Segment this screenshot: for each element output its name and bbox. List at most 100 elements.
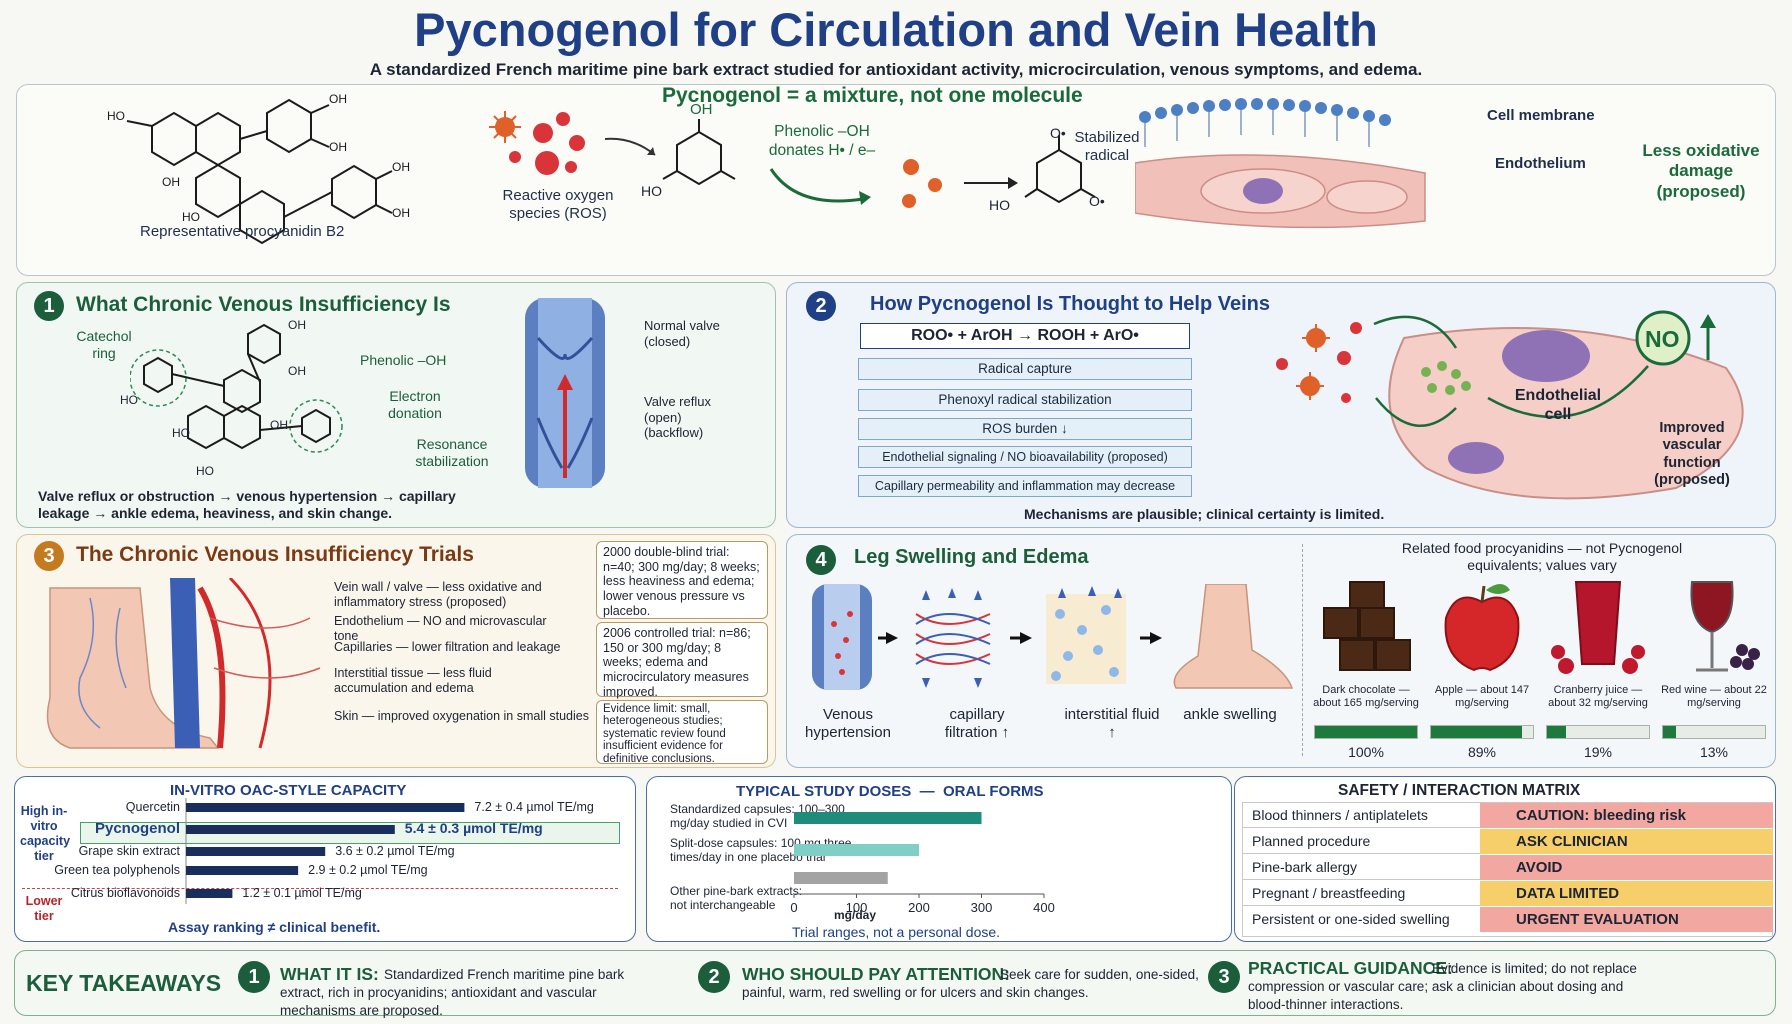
section-4-title: Leg Swelling and Edema: [854, 546, 1089, 568]
dose-tick-label: 200: [908, 900, 930, 915]
food-percent: 89%: [1467, 744, 1497, 760]
food-procyanidin-fill: [1663, 726, 1677, 738]
trial-2006-text: 2006 controlled trial: n=86; 150 or 300 …: [603, 626, 751, 699]
oh-text: OH: [162, 175, 180, 189]
takeaway-number: 1: [238, 961, 270, 993]
ros-label: Reactive oxygen species (ROS): [502, 187, 614, 222]
dose-label: Other pine-bark extracts: not interchang…: [670, 884, 803, 913]
edema-sequence-illustration: [812, 584, 1294, 690]
o-radical-label: O•: [1050, 125, 1066, 141]
top-heading: Pycnogenol = a mixture, not one molecule: [662, 84, 1083, 107]
oac-value-label: 3.6 ± 0.2 µmol TE/mg: [335, 844, 454, 858]
oac-bar: [186, 825, 395, 834]
food-procyanidin-bar: [1546, 725, 1650, 739]
food-procyanidin-fill: [1431, 726, 1522, 738]
takeaway-text: Evidence is limited; do not replace comp…: [1248, 961, 1637, 1013]
food-card-red-wine: Red wine — about 22 mg/serving 13%: [1658, 566, 1770, 762]
ho-label: HO: [172, 426, 190, 440]
trial-layer-label: Vein wall / valve — less oxidative and i…: [334, 580, 542, 609]
trial-layer-label: Skin — improved oxygenation in small stu…: [334, 709, 589, 723]
section-1-title: What Chronic Venous Insufficiency Is: [76, 293, 451, 316]
safety-value: URGENT EVALUATION: [1480, 907, 1773, 932]
food-card-dark-chocolate: Dark chocolate — about 165 mg/serving 10…: [1310, 566, 1422, 762]
equation-box: ROO• + ArOH → ROOH + ArO•: [860, 323, 1190, 349]
food-card-cranberry-juice: Cranberry juice — about 32 mg/serving 19…: [1542, 566, 1654, 762]
endothelium-label: Endothelium: [1495, 155, 1586, 172]
safety-value: DATA LIMITED: [1480, 881, 1773, 906]
dose-bar: [794, 872, 888, 884]
arrow-icon: [964, 177, 1018, 189]
doses-title: TYPICAL STUDY DOSES — ORAL FORMS: [736, 783, 1044, 800]
food-percent: 100%: [1348, 744, 1384, 760]
oac-title: IN-VITRO OAC-STYLE CAPACITY: [170, 782, 407, 799]
mechanism-step: Endothelial signaling / NO bioavailabili…: [858, 446, 1192, 468]
cell-membrane-illustration: [1135, 98, 1426, 229]
normal-valve-label: Normal valve (closed): [644, 318, 720, 349]
oh-text: OH: [392, 206, 410, 220]
red-wine-icon: [1690, 581, 1760, 672]
safety-value: AVOID: [1480, 855, 1773, 880]
safety-label: Pregnant / breastfeeding: [1252, 885, 1406, 901]
food-procyanidin-bar: [1314, 725, 1418, 739]
tier-divider: [22, 888, 618, 889]
edema-step-label: interstitial fluid ↑: [1064, 706, 1160, 741]
oh-label: OH: [288, 364, 306, 378]
ho-text: HO: [107, 109, 125, 123]
oac-bar: [186, 889, 233, 898]
valve-reflux-label: Valve reflux (open) (backflow): [644, 394, 711, 441]
leg-vein-illustration: [46, 578, 321, 749]
dose-tick-label: 100: [846, 900, 868, 915]
food-label: Dark chocolate — about 165 mg/serving: [1313, 684, 1419, 710]
procyanidin-b2-structure: HO OH OH OH HO OH OH: [107, 92, 410, 245]
safety-row: Persistent or one-sided swelling URGENT …: [1242, 907, 1773, 932]
phenolic-label: Phenolic –OH donates H• / e–: [768, 123, 876, 159]
mechanism-step: Capillary permeability and inflammation …: [858, 475, 1192, 497]
arrow-icon: [604, 137, 656, 156]
ho-label: HO: [120, 393, 138, 407]
oh-text: OH: [329, 92, 347, 106]
mechanism-step: Phenoxyl radical stabilization: [858, 389, 1192, 411]
takeaway-title: WHO SHOULD PAY ATTENTION:: [742, 964, 1011, 984]
edema-step-label: ankle swelling: [1183, 706, 1277, 723]
trial-box-2006: 2006 controlled trial: n=86; 150 or 300 …: [596, 622, 768, 699]
safety-label: Planned procedure: [1252, 833, 1371, 849]
electron-donation-label: Electron donation: [388, 388, 442, 421]
food-label: Red wine — about 22 mg/serving: [1661, 684, 1767, 710]
food-procyanidin-fill: [1315, 726, 1417, 738]
takeaway-text: Standardized French maritime pine bark e…: [280, 967, 625, 1019]
edema-step-label: Venous hypertension: [805, 706, 891, 741]
section-3-number: 3: [34, 541, 64, 571]
section-1-number: 1: [34, 291, 64, 321]
section-4-divider: [1302, 544, 1303, 756]
oac-category-label: Green tea polyphenols: [54, 863, 180, 877]
safety-label: Persistent or one-sided swelling: [1252, 911, 1450, 927]
safety-row: Planned procedure ASK CLINICIAN: [1242, 829, 1773, 854]
takeaway-text: Seek care for sudden, one-sided, painful…: [742, 967, 1199, 1001]
doses-footer: Trial ranges, not a personal dose.: [792, 924, 1001, 940]
dose-bar: [794, 812, 982, 824]
food-procyanidin-fill: [1547, 726, 1567, 738]
takeaway-title: PRACTICAL GUIDANCE:: [1248, 958, 1453, 978]
trial-box-2000: 2000 double-blind trial: n=40; 300 mg/da…: [596, 541, 768, 619]
catechol-structure: [130, 323, 343, 453]
oac-category-label: Quercetin: [126, 800, 180, 814]
oh-label: OH: [270, 418, 288, 432]
ho-label: HO: [641, 183, 662, 199]
phenol-structure: [662, 119, 736, 186]
food-procyanidin-bar: [1662, 725, 1766, 739]
ho-label: HO: [196, 464, 214, 478]
evidence-limit-text: Evidence limit: small, heterogeneous stu…: [603, 703, 726, 765]
section-1-caption: Valve reflux or obstruction → venous hyp…: [38, 488, 456, 521]
page-title: Pycnogenol for Circulation and Vein Heal…: [414, 3, 1378, 56]
trial-layer-label: Endothelium — NO and microvascular tone: [334, 614, 547, 643]
food-card-apple: Apple — about 147 mg/serving 89%: [1426, 566, 1538, 762]
top-panel: HO OH OH OH HO OH OH Representative proc…: [16, 84, 1776, 276]
oh-text: OH: [392, 160, 410, 174]
safety-label: Pine-bark allergy: [1252, 859, 1358, 875]
chocolate-icon: [1323, 581, 1411, 671]
section-1-panel: [16, 282, 776, 528]
oac-value-label: 5.4 ± 0.3 µmol TE/mg: [405, 820, 543, 836]
food-percent: 19%: [1583, 744, 1613, 760]
oac-bar: [186, 803, 465, 812]
